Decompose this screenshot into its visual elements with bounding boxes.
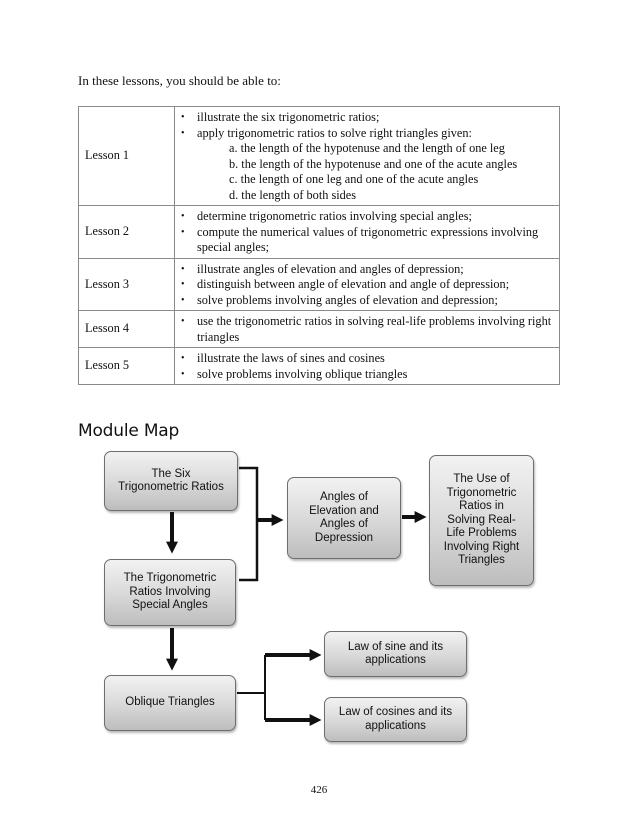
node-law-cosines-label: Law of cosines and its applications <box>338 706 453 732</box>
objective-text: apply trigonometric ratios to solve righ… <box>197 125 472 140</box>
sub-objective-item: d. the length of both sides <box>229 187 357 202</box>
objective-text: compute the numerical values of trigonom… <box>197 224 539 255</box>
objective-text: determine trigonometric ratios involving… <box>197 209 472 223</box>
bullet-icon: • <box>181 112 185 123</box>
node-oblique-triangles-label: Oblique Triangles <box>125 696 215 709</box>
objective-list: • determine trigonometric ratios involvin… <box>181 209 555 256</box>
objective-item: • illustrate the six trigonometric ratios… <box>181 110 555 126</box>
node-law-sine: Law of sine and its applications <box>324 631 467 677</box>
sub-objective-item: c. the length of one leg and one of the … <box>229 172 479 186</box>
lessons-table: Lesson 1 • illustrate the six trigonometri… <box>78 106 560 385</box>
bullet-icon: • <box>181 368 185 380</box>
lesson-name: Lesson 5 <box>78 347 175 385</box>
lesson-row: Lesson 1 • illustrate the six trigonometri… <box>78 106 560 206</box>
objective-item: • determine trigonometric ratios involvin… <box>181 209 555 225</box>
lesson-name: Lesson 1 <box>78 106 175 206</box>
lesson-objectives-cell: • illustrate the laws of sines and cosine… <box>174 347 560 385</box>
lesson-objectives-cell: • illustrate angles of elevation and angl… <box>174 257 560 311</box>
node-real-life-label: The Use of Trigonometric Ratios in Solvi… <box>443 473 520 567</box>
objective-list: • illustrate the laws of sines and cosine… <box>181 351 555 382</box>
objective-item: • compute the numerical values of trigono… <box>181 225 555 256</box>
lesson-objectives-cell: • use the trigonometric ratios in solving… <box>174 310 560 348</box>
objective-text: distinguish between angle of elevation a… <box>197 277 510 291</box>
node-special-angles: The Trigonometric Ratios Involving Speci… <box>104 559 236 626</box>
node-law-sine-label: Law of sine and its applications <box>347 640 444 667</box>
lesson-row: Lesson 4 • use the trigonometric ratios in… <box>78 310 560 348</box>
objective-item: • apply trigonometric ratios to solve rig… <box>181 126 555 204</box>
objective-item: • solve problems involving oblique triang… <box>181 367 555 383</box>
node-real-life: The Use of Trigonometric Ratios in Solvi… <box>429 455 534 586</box>
objective-list: • use the trigonometric ratios in solving… <box>181 314 555 345</box>
bullet-icon: • <box>181 226 185 238</box>
lesson-row: Lesson 3 • illustrate angles of elevation … <box>78 257 560 311</box>
node-special-angles-label: The Trigonometric Ratios Involving Speci… <box>123 572 217 612</box>
node-oblique-triangles: Oblique Triangles <box>104 675 236 731</box>
objective-text: solve problems involving angles of eleva… <box>197 292 498 307</box>
node-law-cosines: Law of cosines and its applications <box>324 697 467 742</box>
objective-item: • use the trigonometric ratios in solving… <box>181 314 555 345</box>
bullet-icon: • <box>181 127 185 139</box>
lesson-name: Lesson 2 <box>78 205 175 259</box>
objective-text: illustrate angles of elevation and angle… <box>197 261 464 276</box>
objective-item: • solve problems involving angles of elev… <box>181 293 555 309</box>
lesson-name: Lesson 4 <box>78 310 175 348</box>
node-six-ratios-label: The Six Trigonometric Ratios <box>118 467 224 494</box>
bullet-icon: • <box>181 353 185 364</box>
node-elevation-depression-label: Angles of Elevation and Angles of Depres… <box>309 491 379 544</box>
bullet-icon: • <box>181 316 185 327</box>
lesson-row: Lesson 5 • illustrate the laws of sines an… <box>78 347 560 385</box>
intro-text: In these lessons, you should be able to: <box>78 73 281 88</box>
objective-item: • distinguish between angle of elevation … <box>181 277 555 293</box>
objective-item: • illustrate the laws of sines and cosine… <box>181 351 555 367</box>
objective-text: illustrate the six trigonometric ratios; <box>197 110 380 124</box>
page-number: 426 <box>310 784 328 796</box>
objective-text: solve problems involving oblique triangl… <box>197 366 408 381</box>
bullet-icon: • <box>181 211 185 222</box>
objective-item: • illustrate angles of elevation and angl… <box>181 262 555 278</box>
objective-text: use the trigonometric ratios in solving … <box>197 314 552 344</box>
sub-objective-list: a. the length of the hypotenuse and the … <box>197 141 555 203</box>
node-elevation-depression: Angles of Elevation and Angles of Depres… <box>287 477 401 559</box>
bullet-icon: • <box>181 294 185 306</box>
sub-objective-item: a. the length of the hypotenuse and the … <box>229 141 505 155</box>
objective-list: • illustrate angles of elevation and angl… <box>181 262 555 309</box>
module-map-title: Module Map <box>78 421 180 441</box>
lesson-objectives-cell: • illustrate the six trigonometric ratios… <box>174 106 560 206</box>
bullet-icon: • <box>181 279 185 290</box>
lesson-name: Lesson 3 <box>78 257 175 311</box>
lesson-row: Lesson 2 • determine trigonometric ratios … <box>78 205 560 259</box>
sub-objective-item: b. the length of the hypotenuse and one … <box>229 156 518 171</box>
lesson-objectives-cell: • determine trigonometric ratios involvin… <box>174 205 560 259</box>
connector-bracket-top <box>239 466 259 582</box>
objective-list: • illustrate the six trigonometric ratios… <box>181 110 555 203</box>
bullet-icon: • <box>181 263 185 275</box>
objective-text: illustrate the laws of sines and cosines <box>197 351 385 365</box>
node-six-ratios: The Six Trigonometric Ratios <box>104 451 238 511</box>
